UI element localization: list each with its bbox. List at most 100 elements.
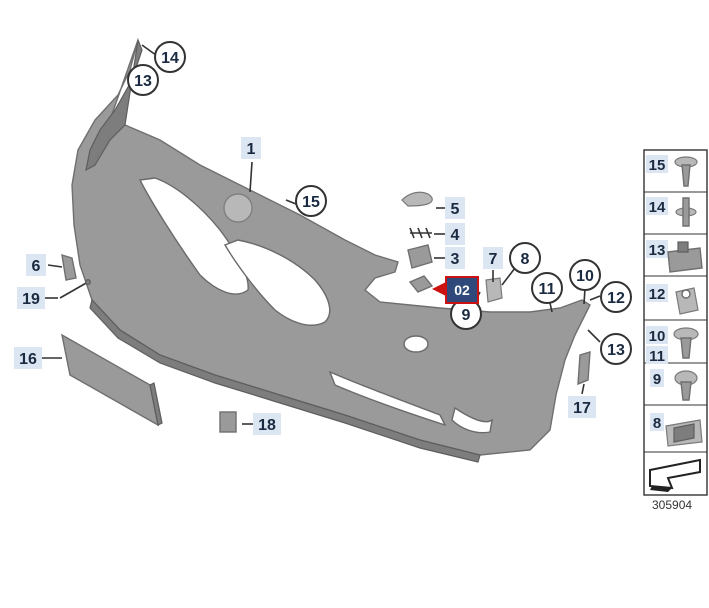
holder-part-02[interactable] [408,275,434,293]
callout-16[interactable]: 16 [14,347,42,369]
callout-15[interactable]: 15 [295,185,327,217]
callout-circle [509,242,541,274]
legend-label-box [646,326,668,344]
legend-number: 15 [649,157,666,174]
callout-number: 4 [451,227,460,244]
legend-label-box [646,197,668,215]
legend-label-box [646,240,668,258]
callout-number: 17 [573,400,591,417]
callout-14[interactable]: 14 [154,41,186,73]
callout-4[interactable]: 4 [445,223,465,245]
callout-box [445,223,465,245]
bracket-part-6[interactable] [61,254,77,281]
callout-12[interactable]: 12 [600,281,632,313]
callout-box [445,247,465,269]
callout-box [17,287,45,309]
clip-part-18[interactable] [219,411,237,433]
callout-box [26,254,46,276]
callout-1[interactable]: 1 [241,137,261,159]
legend-clip-8 [665,419,703,447]
callout-18[interactable]: 18 [253,413,281,435]
callout-number: 13 [607,342,625,359]
callout-number: 14 [161,50,179,67]
callout-8[interactable]: 8 [509,242,541,274]
legend-number: 11 [649,348,665,365]
callout-6[interactable]: 6 [26,254,46,276]
bumper-cover[interactable] [71,37,591,463]
highlight-arrow [432,282,446,296]
legend-label-15[interactable]: 15 [646,155,668,174]
legend-label-8[interactable]: 8 [650,413,664,432]
callout-number: 12 [607,290,625,307]
callout-13[interactable]: 13 [127,64,159,96]
legend-label-10[interactable]: 10 [646,326,668,345]
callout-number: 5 [451,201,460,218]
callout-number: 16 [19,351,37,368]
highlighted-part-02[interactable]: 02 [432,276,479,304]
bracket-part-7[interactable] [485,277,503,303]
cover-part-5[interactable] [401,191,433,207]
callout-number: 1 [247,141,256,158]
callout-box [253,413,281,435]
legend-label-11[interactable]: 11 [646,346,668,365]
legend-label-14[interactable]: 14 [646,197,668,216]
pin-part-19-end [84,279,91,286]
callout-circle [600,281,632,313]
legend-screw-15 [674,156,698,187]
legend-number: 14 [649,199,666,216]
callout-box [445,197,465,219]
nozzle-part-3[interactable] [407,244,433,269]
legend-screw-14 [675,197,697,227]
callout-5[interactable]: 5 [445,197,465,219]
callout-number: 9 [462,307,471,324]
legend-clip-13 [667,241,703,273]
callout-17[interactable]: 17 [568,396,596,418]
legend-rivet-10-11 [673,327,699,359]
licence-plate-base-edge [149,382,163,426]
callout-number: 3 [451,251,460,268]
legend-number: 10 [649,328,666,345]
callout-number: 13 [134,73,152,90]
callout-circle [569,259,601,291]
legend-label-box [646,155,668,173]
highlight-label: 02 [454,282,470,298]
callout-13[interactable]: 13 [600,333,632,365]
legend-label-box [650,413,664,431]
callout-number: 7 [489,251,498,268]
callout-number: 15 [302,194,320,211]
callout-number: 11 [539,281,556,298]
callout-number: 8 [521,251,530,268]
callout-19[interactable]: 19 [17,287,45,309]
callout-circle [531,272,563,304]
callout-box [14,347,42,369]
legend-nut-12 [675,287,699,315]
legend-label-13[interactable]: 13 [646,240,668,259]
pin-part-19[interactable] [59,281,89,299]
legend-label-9[interactable]: 9 [650,369,664,388]
bracket-part-17[interactable] [577,351,591,386]
callout-box [568,396,596,418]
legend-arrow-icon [649,458,701,492]
diagram-id: 305904 [652,498,693,512]
callout-11[interactable]: 11 [531,272,563,304]
callout-box [241,137,261,159]
legend-number: 9 [653,371,661,388]
callout-number: 18 [258,417,276,434]
callout-3[interactable]: 3 [445,247,465,269]
legend-rivet-9 [674,370,698,401]
legend-label-box [646,284,668,302]
callout-number: 10 [576,268,594,285]
legend-panel: 15 14 13 12 10 11 9 8 [643,149,708,496]
legend-label-box [646,346,668,364]
legend-label-12[interactable]: 12 [646,284,668,303]
callout-10[interactable]: 10 [569,259,601,291]
callout-7[interactable]: 7 [483,247,503,269]
callout-box [483,247,503,269]
spring-part-4[interactable] [409,227,432,239]
legend-number: 8 [653,415,661,432]
callout-circle [127,64,159,96]
callout-number: 19 [22,291,40,308]
callout-circle [295,185,327,217]
